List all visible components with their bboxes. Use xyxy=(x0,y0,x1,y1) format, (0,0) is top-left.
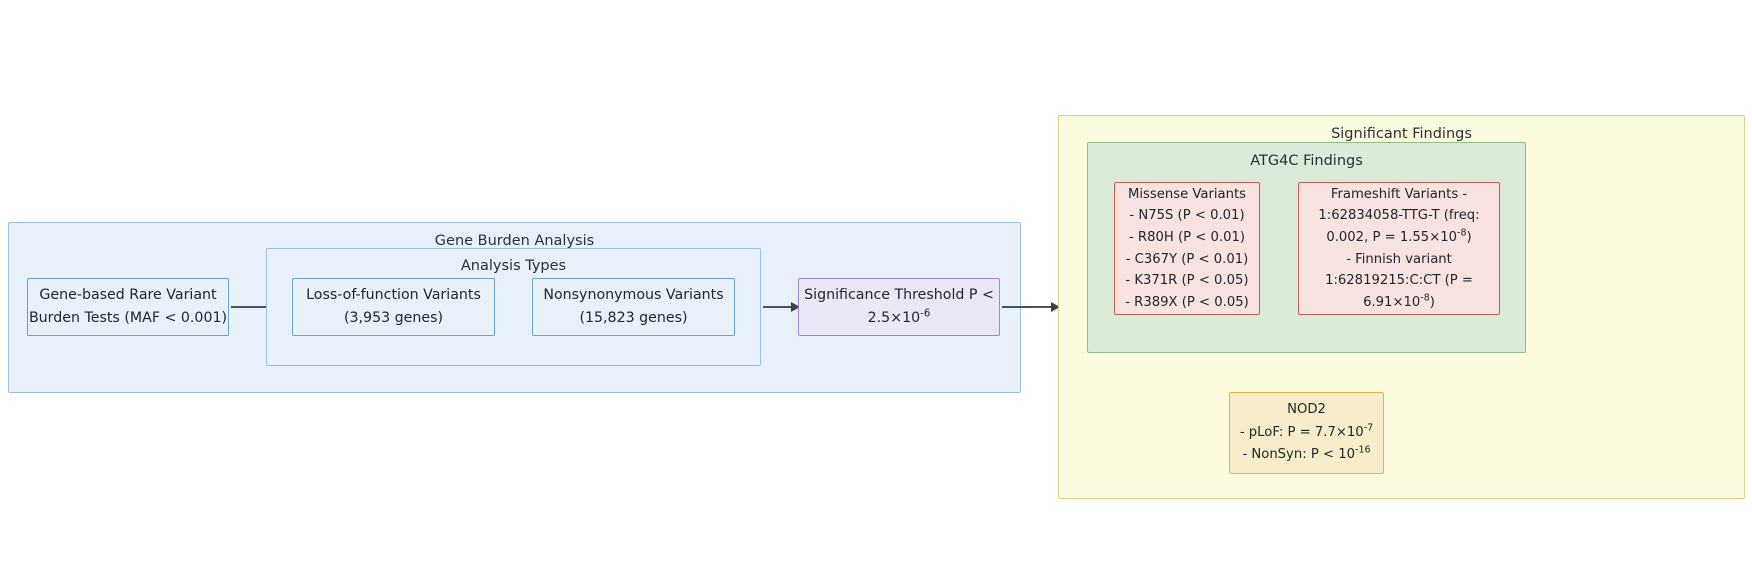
missense-item-2: - C367Y (P < 0.01) xyxy=(1125,251,1249,267)
node-line-2: (15,823 genes) xyxy=(579,310,688,326)
arrow-analysis-types-to-threshold xyxy=(763,306,799,308)
group-title-analysis-types: Analysis Types xyxy=(460,258,567,274)
node-nonsynonymous-variants[interactable]: Nonsynonymous Variants (15,823 genes) xyxy=(532,278,735,336)
node-line-1: Significance Threshold P < xyxy=(804,287,994,303)
frameshift-line-6: 6.91×10-8) xyxy=(1363,292,1435,314)
nod2-plof-base: - pLoF: P = 7.7×10 xyxy=(1239,424,1364,440)
node-line-2: 2.5×10-6 xyxy=(868,307,931,330)
missense-item-4: - R389X (P < 0.05) xyxy=(1125,294,1249,310)
group-title-gene-burden-analysis: Gene Burden Analysis xyxy=(434,233,595,249)
group-title-atg4c-findings: ATG4C Findings xyxy=(1250,153,1363,169)
frameshift-p2-exponent: -8 xyxy=(1420,292,1430,304)
frameshift-line-4: - Finnish variant xyxy=(1346,251,1452,267)
node-missense-variants[interactable]: Missense Variants - N75S (P < 0.01) - R8… xyxy=(1114,182,1260,315)
frameshift-line-5: 1:62819215:C:CT (P = xyxy=(1325,273,1473,289)
nod2-title: NOD2 xyxy=(1287,402,1326,418)
node-line-2: Burden Tests (MAF < 0.001) xyxy=(28,310,228,326)
threshold-value-exponent: -6 xyxy=(920,308,931,320)
frameshift-p2-base: 6.91×10 xyxy=(1363,294,1421,310)
frameshift-p1-exponent: -8 xyxy=(1457,227,1467,239)
node-frameshift-variants[interactable]: Frameshift Variants - 1:62834058-TTG-T (… xyxy=(1298,182,1500,315)
threshold-value-base: 2.5×10 xyxy=(867,310,921,326)
frameshift-p1-base: 0.002, P = 1.55×10 xyxy=(1326,229,1458,245)
arrow-entry-to-analysis-types xyxy=(231,306,283,308)
nod2-nonsyn: - NonSyn: P < 10-16 xyxy=(1242,444,1370,466)
missense-item-3: - K371R (P < 0.05) xyxy=(1125,273,1249,289)
nod2-nonsyn-base: - NonSyn: P < 10 xyxy=(1242,447,1356,463)
node-nod2[interactable]: NOD2 - pLoF: P = 7.7×10-7 - NonSyn: P < … xyxy=(1229,392,1384,474)
frameshift-line-3: 0.002, P = 1.55×10-8) xyxy=(1326,227,1471,249)
frameshift-p1-tail: ) xyxy=(1466,229,1472,245)
arrow-threshold-to-significant-findings xyxy=(1002,306,1059,308)
nod2-plof: - pLoF: P = 7.7×10-7 xyxy=(1240,422,1373,444)
group-title-significant-findings: Significant Findings xyxy=(1331,126,1472,142)
frameshift-line-2: 1:62834058-TTG-T (freq: xyxy=(1318,208,1480,224)
nod2-plof-exponent: -7 xyxy=(1363,422,1374,434)
node-line-2: (3,953 genes) xyxy=(343,310,444,326)
node-title: Missense Variants xyxy=(1127,186,1247,202)
missense-item-0: - N75S (P < 0.01) xyxy=(1129,208,1245,224)
missense-item-1: - R80H (P < 0.01) xyxy=(1128,229,1246,245)
node-line-1: Loss-of-function Variants xyxy=(306,287,481,303)
node-line-1: Gene-based Rare Variant xyxy=(39,287,217,303)
node-significance-threshold[interactable]: Significance Threshold P < 2.5×10-6 xyxy=(798,278,1000,336)
frameshift-line-1: Frameshift Variants - xyxy=(1330,186,1468,202)
node-gene-based-rare-variant-burden-tests[interactable]: Gene-based Rare Variant Burden Tests (MA… xyxy=(27,278,229,336)
node-line-1: Nonsynonymous Variants xyxy=(543,287,724,303)
node-loss-of-function-variants[interactable]: Loss-of-function Variants (3,953 genes) xyxy=(292,278,495,336)
frameshift-p2-tail: ) xyxy=(1429,294,1435,310)
nod2-nonsyn-exponent: -16 xyxy=(1355,444,1371,456)
